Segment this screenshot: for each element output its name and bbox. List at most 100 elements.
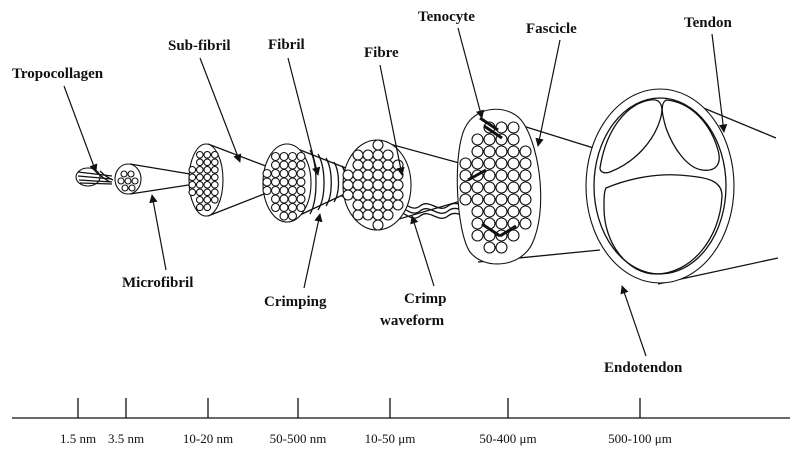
fibre-bundle-circle [280,212,288,220]
fibre-bundle-circle [263,187,271,195]
fibre-bundle-circle [280,204,288,212]
fibre-bundle-circle [343,190,353,200]
fibre-bundle-circle [272,178,280,186]
arrow-crimp-waveform [412,216,434,286]
fibre-bundle-circle [289,178,297,186]
fibre-bundle-circle [289,212,297,220]
fibre-bundle-circle [383,170,393,180]
fibre-bundle-circle [272,170,280,178]
scale-tick-label: 10-50 μm [365,431,416,446]
fibre-bundle-circle [197,182,204,189]
fibre-bundle-circle [472,206,483,217]
fibre-bundle-circle [373,140,383,150]
label-fascicle: Fascicle [526,21,577,37]
fibre-bundle-circle [496,182,507,193]
fibre-bundle-circle [272,195,280,203]
fibre-bundle-circle [520,206,531,217]
fibre-bundle-circle [472,158,483,169]
fibre-bundle-circle [289,170,297,178]
fibre-bundle-circle [272,187,280,195]
fibre-bundle-circle [289,187,297,195]
fibre-bundle-circle [363,210,373,220]
fibre-bundle-circle [212,197,219,204]
fibre-bundle-circle [363,180,373,190]
fibre-bundle-circle [353,180,363,190]
arrow-microfibril [152,195,166,270]
fibre-bundle-circle [280,161,288,169]
fibre-bundle-circle [212,189,219,196]
fibre-bundle-circle [484,146,495,157]
fibre-bundle-circle [343,180,353,190]
fibre-bundle-circle [472,218,483,229]
fibre-bundle-circle [189,174,196,181]
fibre-bundle-circle [383,180,393,190]
fibre-bundle-circle [297,187,305,195]
label-sub-fibril: Sub-fibril [168,38,231,54]
fibre-bundle-circle [272,153,280,161]
arrow-tendon [712,34,724,132]
fibre-bundle-circle [297,178,305,186]
fibre-bundle-circle [484,158,495,169]
fibre-bundle-circle [472,230,483,241]
scale-tick-label: 500-100 μm [608,431,672,446]
fibre-bundle-circle [520,170,531,181]
fibre-bundle-circle [289,195,297,203]
fibre-bundle-circle [263,170,271,178]
fibre-bundle-circle [197,197,204,204]
fibre-bundle-circle [197,204,204,211]
fibre-bundle-circle [508,206,519,217]
fibre-bundle-circle [508,194,519,205]
fibre-bundle-circle [484,182,495,193]
fibre-bundle-circle [472,134,483,145]
fibre-bundle-circle [508,170,519,181]
fibre-bundle-circle [496,242,507,253]
fibre-bundle-circle [363,190,373,200]
fibre-bundle-circle [496,218,507,229]
fascicle-structure [457,109,600,264]
fibre-bundle-circle [484,194,495,205]
fibre-bundle-circle [353,150,363,160]
fibre-bundle-circle [353,190,363,200]
fibre-bundle-circle [280,153,288,161]
fibre-bundle-circle [204,204,211,211]
fibre-bundle-circle [272,204,280,212]
fibre-bundle-circle [363,160,373,170]
fibre-bundle-circle [197,167,204,174]
fibre-bundle-circle [520,146,531,157]
fibre-bundle-circle [508,146,519,157]
fibre-bundle-circle [197,189,204,196]
fibre-bundle-circle [520,218,531,229]
fibre-bundle-circle [212,167,219,174]
fibre-bundle-circle [363,170,373,180]
label-waveform: waveform [380,313,445,329]
label-crimp: Crimp [404,291,447,307]
label-crimping: Crimping [264,294,327,310]
fibre-bundle-circle [189,182,196,189]
fibre-bundle-circle [373,180,383,190]
fibre-bundle-circle [472,182,483,193]
fibre-bundle-circle [383,190,393,200]
fibre-bundle-circle [197,152,204,159]
fibre-bundle-circle [289,204,297,212]
fibre-bundle-circle [373,190,383,200]
fibre-bundle-circle [393,160,403,170]
label-tenocyte: Tenocyte [418,9,475,25]
fibre-bundle-circle [204,197,211,204]
fibre-bundle-circle [204,182,211,189]
fibre-bundle-circle [460,158,471,169]
fibre-bundle-circle [383,150,393,160]
fibre-bundle-circle [297,153,305,161]
fibre-bundle-circle [297,195,305,203]
fibre-bundle-circle [197,159,204,166]
fibre-bundle-circle [373,200,383,210]
fibre-bundle-circle [212,174,219,181]
fibre-bundle-circle [272,161,280,169]
fibre-bundle-circle [353,200,363,210]
fibre-bundle-circle [189,189,196,196]
fibre-bundle-circle [297,204,305,212]
arrow-tenocyte [458,28,482,118]
fibre-bundle-circle [508,182,519,193]
label-microfibril: Microfibril [122,275,193,291]
tendon-structure [586,89,778,284]
